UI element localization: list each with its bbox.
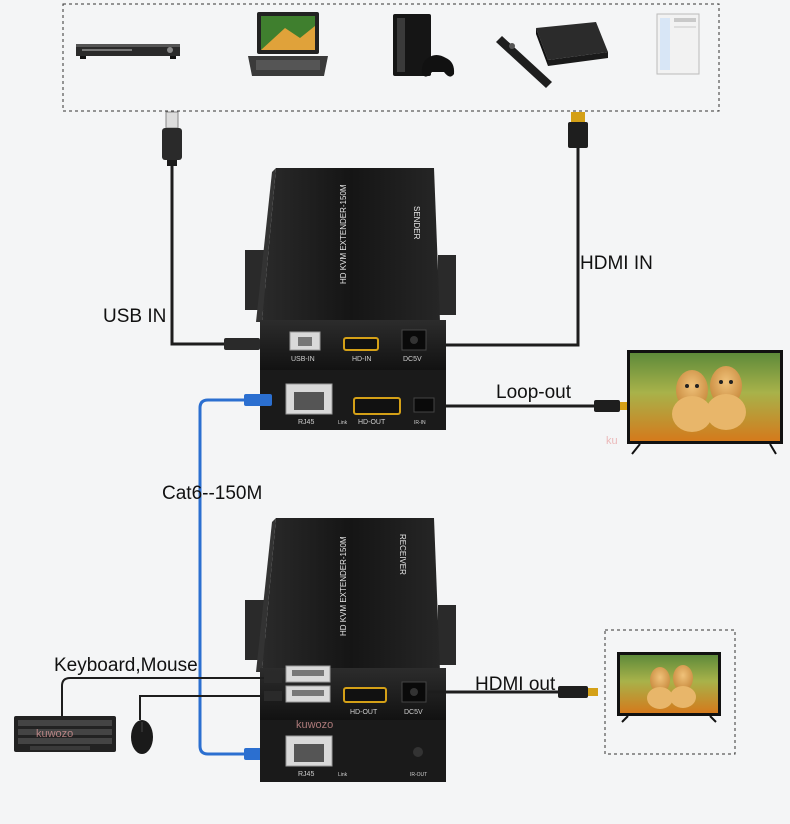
sender-rj45-plug — [244, 394, 272, 406]
sender-port-hd-in-label: HD-IN — [352, 356, 371, 363]
tv-box-icon — [496, 22, 608, 88]
ir-in-port — [413, 397, 435, 413]
ir-out-port — [413, 747, 423, 757]
sender-model-text: HD KVM EXTENDER-150M — [339, 184, 348, 284]
hdmi-in-cable — [446, 148, 580, 347]
cat6-cable — [198, 398, 260, 756]
hdmi-out-connector — [558, 686, 598, 698]
loop-out-tv: ku — [606, 350, 783, 455]
receiver-port-link-label: Link — [338, 772, 348, 778]
mouse-icon — [131, 720, 153, 754]
usb-b-plug — [224, 338, 260, 350]
output-tv-box — [604, 629, 736, 755]
hdmi-in-connector — [568, 112, 588, 148]
cat6-label: Cat6--150M — [162, 483, 263, 504]
mouse-usb-plug — [264, 691, 282, 701]
game-console-icon — [393, 14, 455, 77]
keyboard-cable — [61, 677, 272, 716]
sender-housing — [262, 168, 440, 322]
sender-port-ir-in-label: IR-IN — [414, 420, 426, 426]
receiver-model-text: HD KVM EXTENDER-150M — [339, 536, 348, 636]
receiver-port-ir-out-label: IR-OUT — [410, 772, 427, 778]
usb-connector — [162, 111, 182, 166]
sender-port-usb-in-label: USB-IN — [291, 356, 315, 363]
sender-device: HD KVM EXTENDER-150M SENDER USB-IN HD-IN… — [245, 168, 456, 430]
receiver-housing — [262, 518, 440, 672]
hdmi-in-label: HDMI IN — [580, 253, 653, 274]
receiver-role-text: RECEIVER — [398, 534, 407, 575]
sender-port-link-label: Link — [338, 420, 348, 426]
keyboard-watermark: kuwozo — [36, 728, 73, 740]
receiver-port-hd-out-label: HD-OUT — [350, 709, 378, 716]
sender-port-rj45-label: RJ45 — [298, 419, 314, 426]
source-devices-box — [62, 3, 720, 112]
receiver-port-rj45-label: RJ45 — [298, 771, 314, 778]
top-tv-watermark: ku — [606, 435, 618, 447]
sender-port-dc5v-label: DC5V — [403, 356, 422, 363]
loop-out-connector — [594, 400, 630, 412]
receiver-device: HD KVM EXTENDER-150M RECEIVER HD-OUT DC5… — [245, 518, 456, 782]
dvd-player-icon — [76, 44, 180, 59]
keyboard-icon: kuwozo — [14, 716, 116, 752]
desktop-pc-icon — [656, 13, 700, 75]
hd-out-port — [353, 397, 401, 415]
hd-in-port — [343, 337, 379, 351]
output-tv — [617, 652, 721, 723]
laptop-icon — [248, 12, 328, 76]
usb-cable — [170, 166, 226, 346]
receiver-hd-out-port — [343, 687, 387, 703]
receiver-port-dc5v-label: DC5V — [404, 709, 423, 716]
usb-in-label: USB IN — [103, 306, 167, 327]
loop-out-label: Loop-out — [496, 382, 572, 403]
hdmi-out-label: HDMI out — [475, 674, 556, 695]
sender-role-text: SENDER — [412, 206, 421, 240]
keyboard-usb-plug — [264, 673, 282, 683]
sender-port-hd-out-label: HD-OUT — [358, 419, 386, 426]
receiver-watermark: kuwozo — [296, 719, 333, 731]
keyboard-mouse-label: Keyboard,Mouse — [54, 655, 198, 676]
mouse-cable — [139, 695, 272, 720]
